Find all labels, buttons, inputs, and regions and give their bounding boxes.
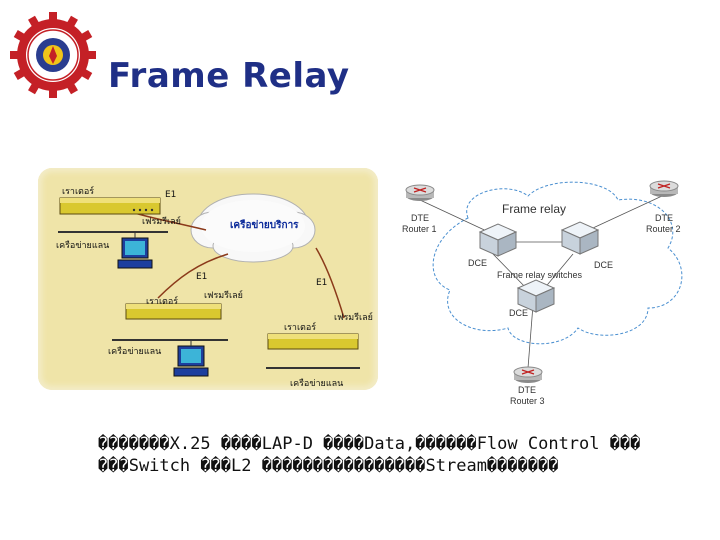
- dce-left-label: DCE: [468, 258, 488, 268]
- router-1-label: Router 1: [402, 224, 437, 234]
- lan-right-label: เครือข่ายแลน: [290, 379, 344, 389]
- slide-title: Frame Relay: [108, 56, 350, 96]
- dce-bottom-switch-icon: [516, 279, 556, 313]
- router-1-icon: [405, 184, 435, 201]
- e1-link-right: [315, 247, 345, 319]
- dce-right-switch-icon: [560, 221, 600, 255]
- frame-relay-right-label: เฟรมรีเลย์: [334, 313, 373, 323]
- frame-relay-top-label: เฟรมรีเลย์: [142, 217, 181, 227]
- dte-2-label: DTE: [655, 213, 673, 223]
- e1-top-label: E1: [165, 190, 177, 200]
- e1-right-label: E1: [316, 278, 328, 288]
- router-2-label: Router 2: [646, 224, 681, 234]
- router-2-icon: [649, 180, 679, 197]
- pc-top: [117, 232, 153, 269]
- router-top-label: เราเตอร์: [62, 187, 95, 197]
- router-3-icon: [513, 366, 543, 383]
- router-right: [267, 333, 359, 350]
- frame-relay-cloud: [432, 181, 683, 345]
- dce-right-label: DCE: [594, 260, 614, 270]
- lan-mid-label: เครือข่ายแลน: [108, 347, 162, 357]
- dte-1-label: DTE: [411, 213, 429, 223]
- caption-line-1: �������X.25 ����LAP-D ����Data,������Flo…: [98, 434, 641, 454]
- e1-mid-label: E1: [196, 272, 208, 282]
- lan-top-label: เครือข่ายแลน: [56, 241, 110, 251]
- dte-3-label: DTE: [518, 385, 536, 395]
- caption-line-2: ���Switch ���L2 ����������������Stream��…: [98, 456, 559, 476]
- router-3-label: Router 3: [510, 396, 545, 406]
- cloud-label: เครือข่ายบริการ: [230, 220, 299, 231]
- university-logo: [10, 12, 96, 98]
- dce-bottom-label: DCE: [509, 308, 529, 318]
- frame-relay-mid-label: เฟรมรีเลย์: [204, 291, 243, 301]
- e1-link-mid: [157, 253, 229, 299]
- router-top: [59, 197, 161, 215]
- switches-label: Frame relay switches: [497, 270, 583, 280]
- frame-relay-network-diagram: [405, 180, 683, 383]
- router-mid: [125, 303, 222, 320]
- left-diagram-graphics: [58, 193, 360, 377]
- router-right-label: เราเตอร์: [284, 323, 317, 333]
- pc-mid: [173, 340, 209, 377]
- router-mid-label: เราเตอร์: [146, 297, 179, 307]
- cloud-title: Frame relay: [502, 202, 567, 216]
- dce-left-switch-icon: [478, 223, 518, 257]
